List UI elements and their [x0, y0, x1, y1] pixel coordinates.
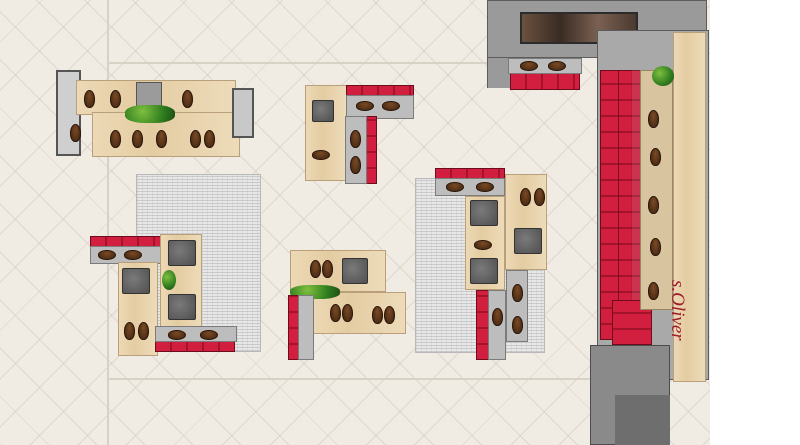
shoe-icon [138, 322, 149, 340]
shoe-icon [350, 156, 361, 174]
shoe-icon [520, 61, 538, 71]
shoe-icon [182, 90, 193, 108]
shoe-icon [548, 61, 566, 71]
plant-icon [125, 105, 175, 123]
shoe-icon [356, 101, 374, 111]
wall-corner [487, 58, 512, 88]
shoe-icon [310, 260, 321, 278]
shoe-icon [650, 148, 661, 166]
seat-cushion-icon [470, 258, 498, 284]
shoe-icon [650, 238, 661, 256]
shoe-icon [372, 306, 383, 324]
seat-cushion-icon [168, 240, 196, 266]
shoe-icon [98, 250, 116, 260]
plant-icon [652, 66, 674, 86]
shoe-icon [312, 150, 330, 160]
shoe-icon [322, 260, 333, 278]
shoe-icon [648, 110, 659, 128]
shoe-icon [534, 188, 545, 206]
shoe-icon [330, 304, 341, 322]
shoe-icon [110, 90, 121, 108]
entrance-door [615, 395, 670, 445]
shoe-icon [520, 188, 531, 206]
plant-icon [162, 270, 176, 290]
shoe-icon [200, 330, 218, 340]
shoe-icon [492, 308, 503, 326]
wall-shelf-wood [673, 32, 706, 382]
shoe-icon [512, 284, 523, 302]
shoe-icon [446, 182, 464, 192]
shoe-icon [382, 101, 400, 111]
shoe-icon [342, 304, 353, 322]
outside-area [710, 0, 800, 445]
seat-cushion-icon [312, 100, 334, 122]
shoe-icon [204, 130, 215, 148]
walkway-edge [107, 0, 109, 445]
shoe-icon [384, 306, 395, 324]
shoe-icon [168, 330, 186, 340]
shoe-icon [124, 322, 135, 340]
bench [510, 72, 580, 90]
shoe-icon [648, 282, 659, 300]
seat-cushion-icon [122, 268, 150, 294]
shoe-icon [84, 90, 95, 108]
brand-logo: s.Oliver [667, 280, 688, 341]
shoe-icon [132, 130, 143, 148]
seat-cushion-icon [342, 258, 368, 284]
bench-shelf [298, 295, 314, 360]
shoe-icon [70, 124, 81, 142]
shoe-icon [350, 130, 361, 148]
seat-cushion-icon [168, 294, 196, 320]
shoe-icon [190, 130, 201, 148]
shoe-icon [648, 196, 659, 214]
shoe-icon [476, 182, 494, 192]
shoe-icon [512, 316, 523, 334]
shoe-icon [124, 250, 142, 260]
display-frame [232, 88, 254, 138]
shoe-icon [474, 240, 492, 250]
walkway-edge [107, 62, 487, 64]
seat-cushion-icon [470, 200, 498, 226]
shoe-icon [110, 130, 121, 148]
walkway-edge [107, 378, 597, 380]
shoe-display-column [640, 70, 673, 310]
seat-cushion-icon [136, 82, 162, 108]
seat-cushion-icon [514, 228, 542, 254]
shoe-icon [156, 130, 167, 148]
